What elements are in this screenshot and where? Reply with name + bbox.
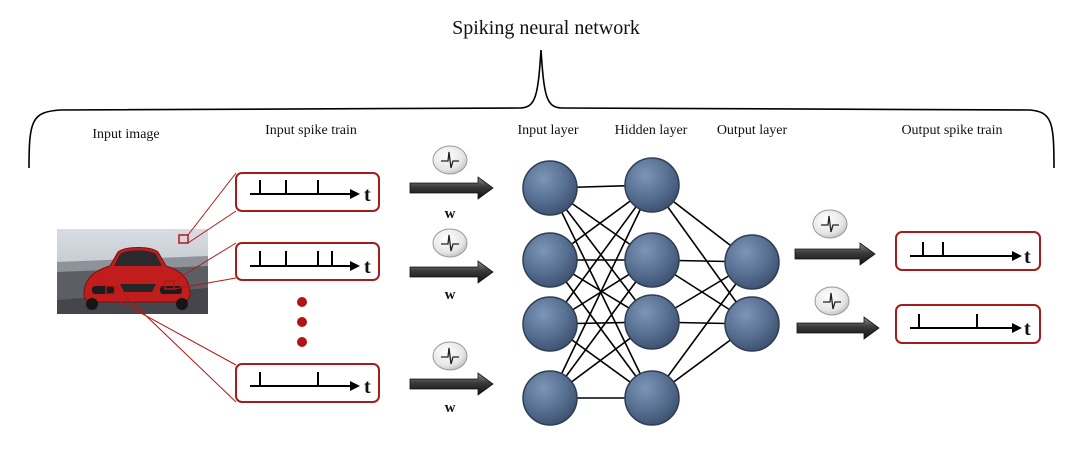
- input-spike-train-3: t: [235, 363, 380, 403]
- neuron: [624, 232, 680, 288]
- time-axis-label: t: [1024, 318, 1031, 340]
- network-connections: [549, 184, 753, 399]
- output-layer-neurons: [724, 234, 780, 352]
- label-input-layer: Input layer: [517, 123, 578, 138]
- weight-arrow-3: w: [409, 341, 494, 416]
- weight-label: w: [445, 400, 456, 416]
- input-spike-train-2: t: [235, 242, 380, 281]
- neuron: [624, 370, 680, 426]
- output-spike-train-1: t: [895, 231, 1041, 271]
- neuron: [522, 232, 578, 288]
- diagram-title: Spiking neural network: [452, 17, 640, 39]
- neuron: [522, 370, 578, 426]
- time-axis-label: t: [1024, 246, 1031, 268]
- weight-label: w: [445, 206, 456, 222]
- neuron: [624, 294, 680, 350]
- ellipsis-dots: [297, 297, 307, 347]
- hidden-layer-neurons: [624, 157, 680, 426]
- label-input-image: Input image: [92, 127, 159, 142]
- weight-arrow-2: w: [409, 228, 494, 303]
- label-hidden-layer: Hidden layer: [615, 123, 688, 138]
- output-arrow-1: [794, 209, 876, 266]
- neuron: [724, 234, 780, 290]
- label-output-layer: Output layer: [717, 123, 788, 138]
- output-spike-train-2: t: [895, 304, 1041, 344]
- time-axis-label: t: [364, 376, 371, 398]
- label-output-spike-train: Output spike train: [901, 123, 1002, 138]
- weight-label: w: [445, 287, 456, 303]
- neuron: [624, 157, 680, 213]
- output-arrow-2: [796, 286, 880, 340]
- input-spike-train-1: t: [235, 172, 380, 212]
- neuron: [522, 296, 578, 352]
- neuron: [522, 160, 578, 216]
- label-input-spike-train: Input spike train: [265, 123, 357, 138]
- neuron: [724, 296, 780, 352]
- zoom-lines: [105, 172, 237, 403]
- network-brace: [28, 49, 1055, 169]
- input-car-image: [57, 229, 208, 314]
- weight-arrow-1: w: [409, 145, 494, 222]
- input-layer-neurons: [522, 160, 578, 426]
- time-axis-label: t: [364, 184, 371, 206]
- time-axis-label: t: [364, 256, 371, 278]
